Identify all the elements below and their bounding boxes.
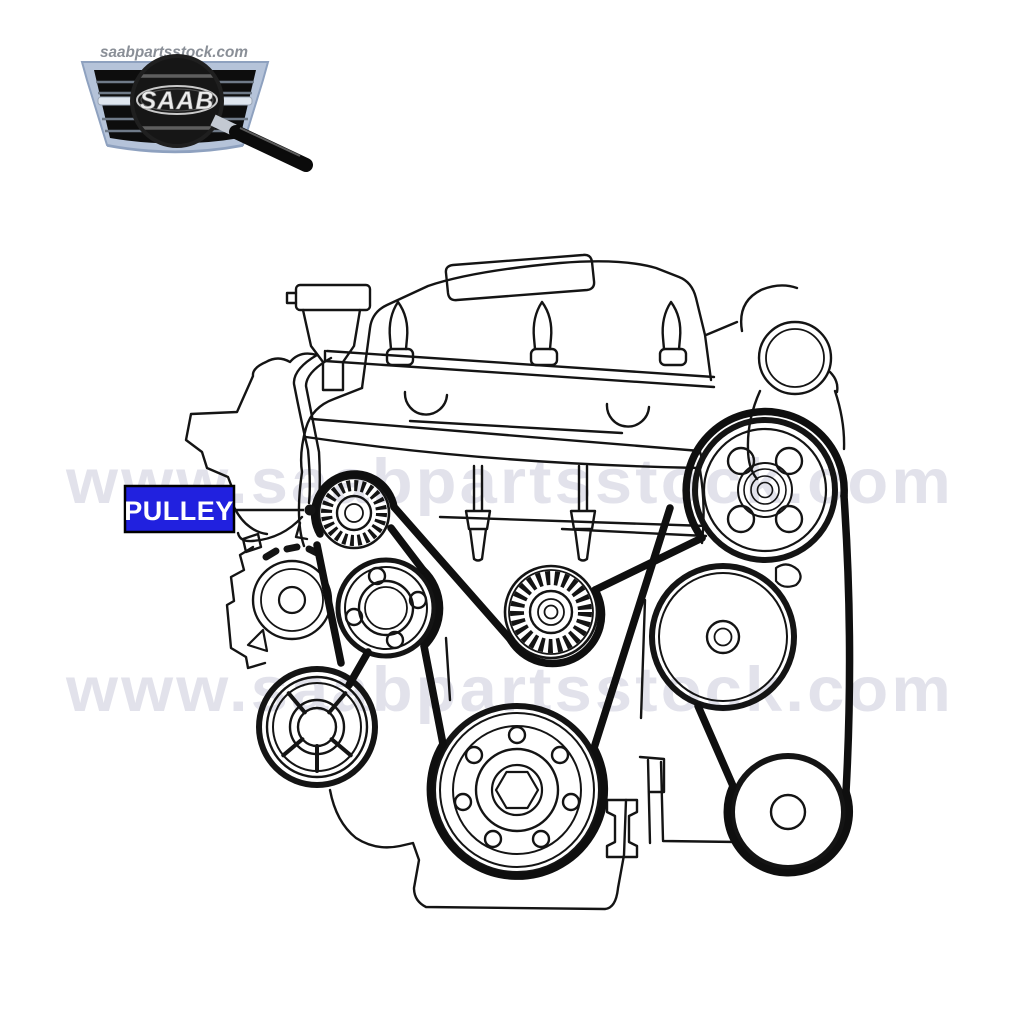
- logo-site-text: saabpartsstock.com: [100, 44, 248, 61]
- watermark-row-2: www.saabpartsstock.com: [65, 655, 954, 725]
- belt-wrap-ac-bottom: [723, 782, 854, 877]
- callout-label: PULLEY: [124, 496, 234, 526]
- belt-tensioner-to-idler: [390, 503, 514, 643]
- belt-wrap-crank-bottom: [426, 740, 609, 880]
- front-cover-edge2: [292, 353, 333, 522]
- engine-outline: [184, 253, 846, 911]
- plug-tower: [532, 300, 553, 351]
- belt-wrap-ps-top: [682, 407, 848, 542]
- engine-mount: [184, 352, 319, 536]
- filler-funnel: [285, 291, 362, 392]
- head-seams: [304, 417, 702, 470]
- magnifier-icon: SAAB: [130, 54, 313, 172]
- stud: [569, 464, 597, 562]
- filler-flange: [294, 283, 372, 312]
- belt-wrap-waterpump-right: [419, 566, 444, 650]
- plug-cap: [658, 347, 688, 367]
- oil-pan: [328, 788, 628, 911]
- callout-dot: [304, 504, 316, 516]
- lens-magnified-slats: [132, 74, 222, 130]
- tensioner-bracket: [605, 798, 639, 859]
- magnifier-handle-highlight: [239, 127, 301, 157]
- grooved-pulley-lower-left: [256, 666, 378, 788]
- ac-compressor-pulley: [729, 753, 847, 871]
- callout-box: [123, 484, 236, 534]
- serpentine-belt: [310, 407, 854, 880]
- valve-cover: [360, 260, 713, 390]
- belt-grooved-to-waterpump: [345, 648, 372, 689]
- saab-emblem-oval-inner: [140, 88, 214, 112]
- bottom-right-block: [638, 755, 740, 845]
- magnifier-rim: [130, 54, 224, 148]
- rail-scallops: [403, 390, 651, 428]
- belt-waterpump-to-tensioner: [387, 524, 427, 574]
- cover-handle: [444, 253, 596, 302]
- front-cover-edge: [297, 386, 364, 548]
- mount-under-label: [236, 515, 309, 543]
- belt-crank-to-waterpump: [420, 642, 447, 748]
- tensioner-pulley: [317, 476, 391, 550]
- hidden-pulley-left: [246, 543, 333, 653]
- alternator-pulley: [649, 563, 802, 711]
- ac-bracket-left: [225, 532, 267, 670]
- plug-tower: [661, 300, 682, 351]
- alt-bracket-nub: [774, 563, 802, 588]
- saab-logo: saabpartsstock.com SAAB: [80, 44, 313, 172]
- coolant-ring: [757, 320, 833, 396]
- belt-ac-to-alternator: [694, 702, 737, 790]
- belt-alternator-to-crank: [590, 504, 674, 752]
- magnifier-handle: [229, 125, 313, 172]
- plug-cap: [529, 347, 559, 367]
- callout-pulley: PULLEY: [123, 484, 316, 534]
- coolant-ring-inner: [765, 328, 825, 388]
- idler-pulley-center: [503, 564, 599, 660]
- power-steering-pulley: [692, 417, 838, 563]
- belt-tensioner-to-grooved: [313, 541, 345, 667]
- stud: [464, 464, 492, 562]
- saab-emblem-text: SAAB: [140, 87, 215, 115]
- right-bracket: [704, 284, 846, 481]
- water-pump-pulley: [335, 557, 437, 659]
- plug-tower: [388, 300, 409, 351]
- crank-bolt-hex: [494, 770, 540, 810]
- belt-ps-to-ac: [840, 492, 854, 796]
- saab-emblem-oval: [136, 85, 218, 115]
- belt-wrap-tensioner-top: [310, 470, 398, 538]
- pulley-spokes: [281, 691, 353, 773]
- grille-bottom-shadow: [106, 145, 244, 154]
- belt-wrap-idler-bottom: [506, 586, 606, 668]
- cover-rail: [323, 349, 716, 389]
